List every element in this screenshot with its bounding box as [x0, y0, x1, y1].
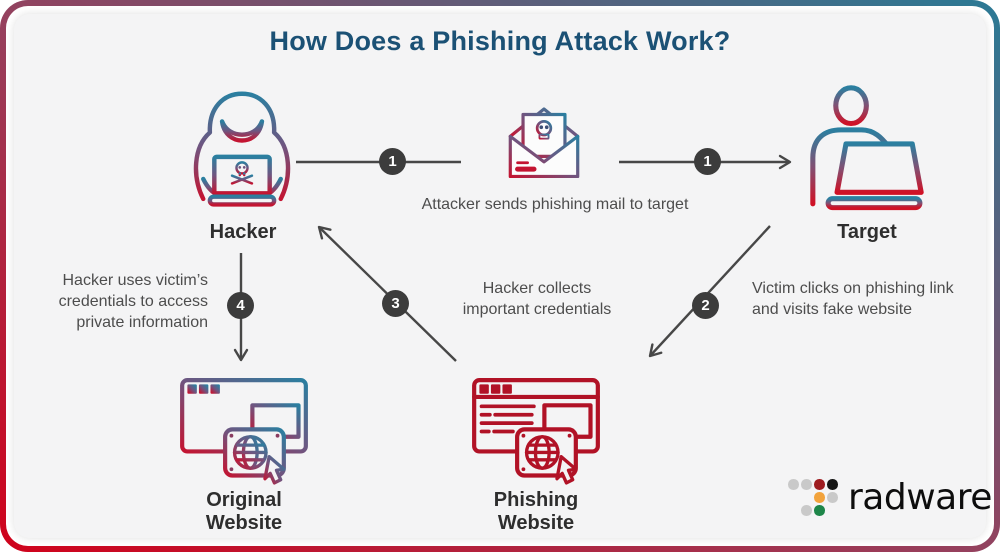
hacker-label: Hacker: [209, 221, 277, 243]
page-title: How Does a Phishing Attack Work?: [269, 26, 731, 56]
phishing-website-label: Phishing Website: [493, 489, 579, 534]
original-website-icon: [180, 378, 308, 485]
step-badge-1b: 1: [694, 148, 721, 175]
step-badge-3: 3: [382, 290, 409, 317]
original-website-label: Original Website: [205, 489, 283, 534]
logo-dot: [788, 479, 799, 490]
logo-dot: [827, 492, 838, 503]
phishing-mail-icon: [508, 107, 580, 179]
hacker-icon: [193, 91, 291, 207]
logo-dot: [801, 505, 812, 516]
connector-target-to-phishing-site: [648, 225, 771, 358]
logo-dot: [827, 479, 838, 490]
step-badge-4: 4: [227, 292, 254, 319]
step-badge-1a: 1: [379, 148, 406, 175]
step4-caption: Hacker uses victim’s credentials to acce…: [58, 272, 208, 331]
logo-dot: [801, 479, 812, 490]
logo-dot: [814, 505, 825, 516]
step3-caption: Hacker collects important credentials: [462, 280, 612, 318]
logo-dot: [814, 492, 825, 503]
step1-caption: Attacker sends phishing mail to target: [421, 196, 689, 213]
step-badge-2: 2: [692, 292, 719, 319]
radware-logo-dots: [787, 478, 839, 517]
step2-caption: Victim clicks on phishing link and visit…: [752, 280, 954, 318]
target-label: Target: [837, 221, 897, 243]
radware-logo: radware: [787, 478, 992, 517]
logo-dot: [814, 479, 825, 490]
phishing-website-icon: [472, 378, 600, 485]
target-icon: [810, 85, 924, 211]
radware-wordmark: radware: [848, 476, 992, 518]
